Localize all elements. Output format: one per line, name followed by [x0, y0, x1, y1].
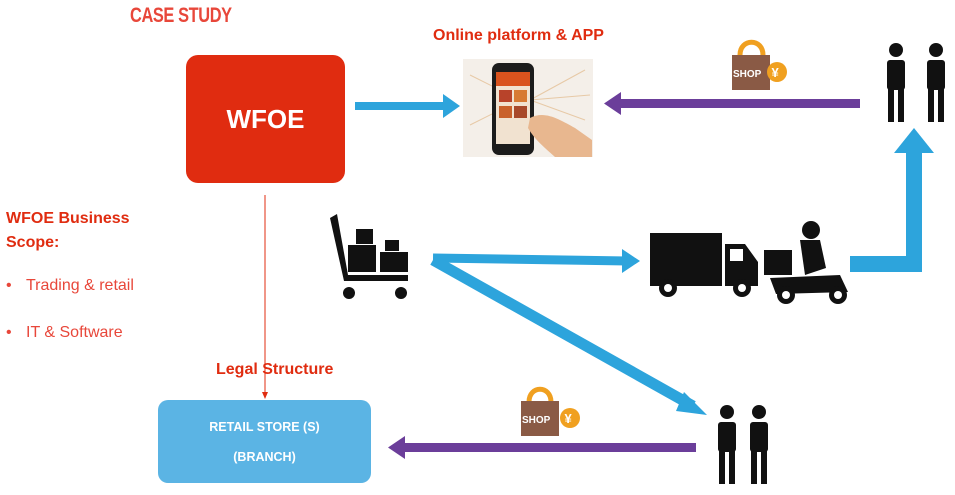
smartphone-icon — [463, 59, 593, 157]
arrow-customers-to-platform — [604, 92, 860, 115]
delivery-truck-icon — [650, 233, 758, 297]
wfoe-label: WFOE — [226, 103, 305, 134]
customers-icon-bottom — [718, 405, 768, 484]
shopping-bag-icon: SHOP ¥ — [521, 386, 580, 436]
arrow-delivery-to-customers — [850, 128, 934, 272]
arrow-customers-to-retail — [388, 436, 696, 459]
yuan-coin-icon: ¥ — [565, 411, 573, 426]
shopping-bag-icon: SHOP ¥ — [732, 39, 787, 90]
bullet-icon: • — [6, 324, 12, 341]
scope-heading-line2: Scope: — [6, 234, 60, 251]
online-platform-label: Online platform & APP — [433, 27, 604, 44]
delivery-scooter-icon — [764, 221, 848, 304]
wfoe-box: WFOE — [186, 55, 345, 183]
scope-item-trading: •Trading & retail — [6, 277, 134, 294]
scope-item-it: •IT & Software — [6, 324, 123, 341]
retail-store-box: RETAIL STORE (S) (BRANCH) — [158, 400, 371, 483]
page-title: CASE STUDY — [130, 4, 232, 27]
legal-structure-line — [262, 195, 268, 399]
bullet-icon: • — [6, 277, 12, 294]
yuan-coin-icon: ¥ — [772, 65, 780, 80]
arrow-wfoe-to-platform — [355, 94, 460, 118]
retail-store-line1: RETAIL STORE (S) — [209, 419, 320, 434]
shop-bag-text: SHOP — [522, 415, 551, 426]
scope-heading-line1: WFOE Business — [6, 210, 130, 227]
scope-heading: WFOE Business Scope: — [6, 207, 130, 255]
arrow-cart-to-customers — [430, 255, 707, 415]
customers-icon-top — [887, 43, 945, 122]
legal-structure-label: Legal Structure — [216, 361, 334, 378]
cart-boxes-icon — [298, 183, 418, 323]
retail-store-line2: (BRANCH) — [233, 449, 296, 464]
arrow-cart-to-delivery — [432, 249, 640, 273]
shop-bag-text: SHOP — [733, 69, 762, 80]
